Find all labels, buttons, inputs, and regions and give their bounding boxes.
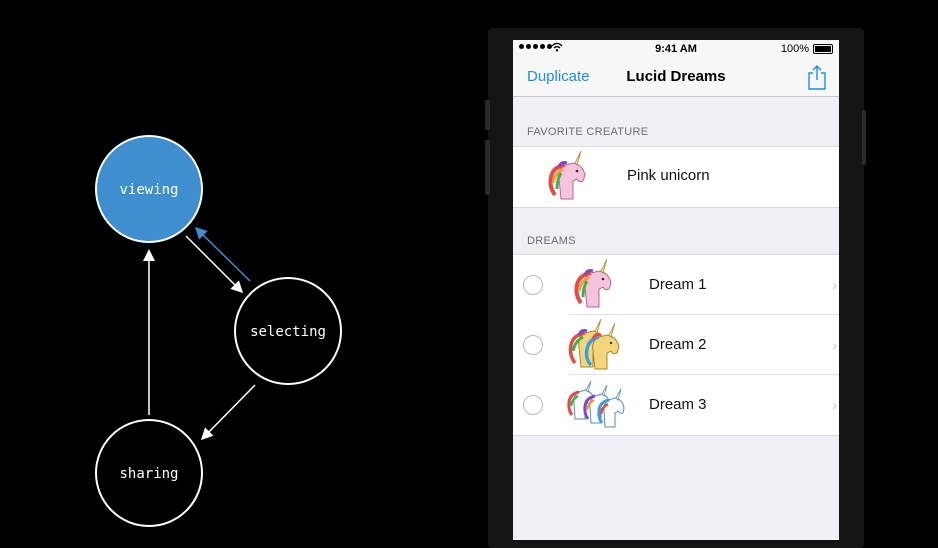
phone-volume-button — [485, 140, 490, 195]
share-icon[interactable] — [807, 64, 827, 90]
favorite-creature-label: Pink unicorn — [627, 167, 710, 184]
arrow-viewing-to-selecting — [185, 235, 244, 294]
selection-radio[interactable] — [523, 275, 543, 295]
state-node-viewing: viewing — [95, 135, 203, 243]
wifi-icon — [551, 42, 563, 52]
phone-power-button — [862, 110, 866, 165]
three-unicorns-icon — [567, 380, 625, 428]
state-diagram: viewing selecting sharing — [95, 135, 342, 527]
chevron-right-icon: › — [832, 337, 837, 353]
list-item-dream-3[interactable]: Dream 3 › — [513, 375, 839, 435]
section-header-favorite: FAVORITE CREATURE — [527, 126, 649, 138]
list-item-dream-1[interactable]: Dream 1 › — [513, 255, 839, 315]
phone-screen: 9:41 AM 100% Duplicate Lucid Dreams FAVO… — [513, 40, 839, 540]
dream-label: Dream 1 — [649, 276, 707, 293]
nav-title: Lucid Dreams — [626, 68, 726, 85]
state-node-sharing: sharing — [95, 419, 203, 527]
favorite-creature-cell[interactable]: Pink unicorn — [513, 147, 839, 207]
unicorn-icon — [574, 259, 612, 308]
list-item-dream-2[interactable]: Dream 2 › — [513, 315, 839, 375]
signal-icon — [519, 44, 552, 49]
dream-label: Dream 3 — [649, 396, 707, 413]
phone-volume-button — [485, 100, 490, 130]
battery-percent: 100% — [780, 43, 809, 55]
row-separator — [569, 374, 839, 375]
state-node-selecting: selecting — [234, 277, 342, 385]
arrow-selecting-to-sharing — [200, 384, 256, 441]
dream-label: Dream 2 — [649, 336, 707, 353]
row-separator — [569, 314, 839, 315]
battery-icon — [813, 44, 833, 54]
navigation-bar: Duplicate Lucid Dreams — [513, 58, 839, 97]
selection-radio[interactable] — [523, 395, 543, 415]
chevron-right-icon: › — [832, 277, 837, 293]
section-header-dreams: DREAMS — [527, 235, 576, 247]
duplicate-button[interactable]: Duplicate — [527, 68, 590, 85]
dreams-list: Dream 1 › — [513, 254, 839, 436]
state-label-viewing: viewing — [119, 182, 178, 198]
favorite-creature-group: Pink unicorn — [513, 146, 839, 208]
unicorn-icon — [548, 151, 586, 200]
two-unicorns-icon — [568, 319, 620, 370]
chevron-right-icon: › — [832, 397, 837, 413]
arrow-selecting-to-viewing — [194, 226, 251, 282]
status-time: 9:41 AM — [655, 43, 697, 55]
state-label-selecting: selecting — [250, 324, 326, 340]
status-bar: 9:41 AM 100% — [513, 40, 839, 58]
state-label-sharing: sharing — [119, 466, 178, 482]
selection-radio[interactable] — [523, 335, 543, 355]
